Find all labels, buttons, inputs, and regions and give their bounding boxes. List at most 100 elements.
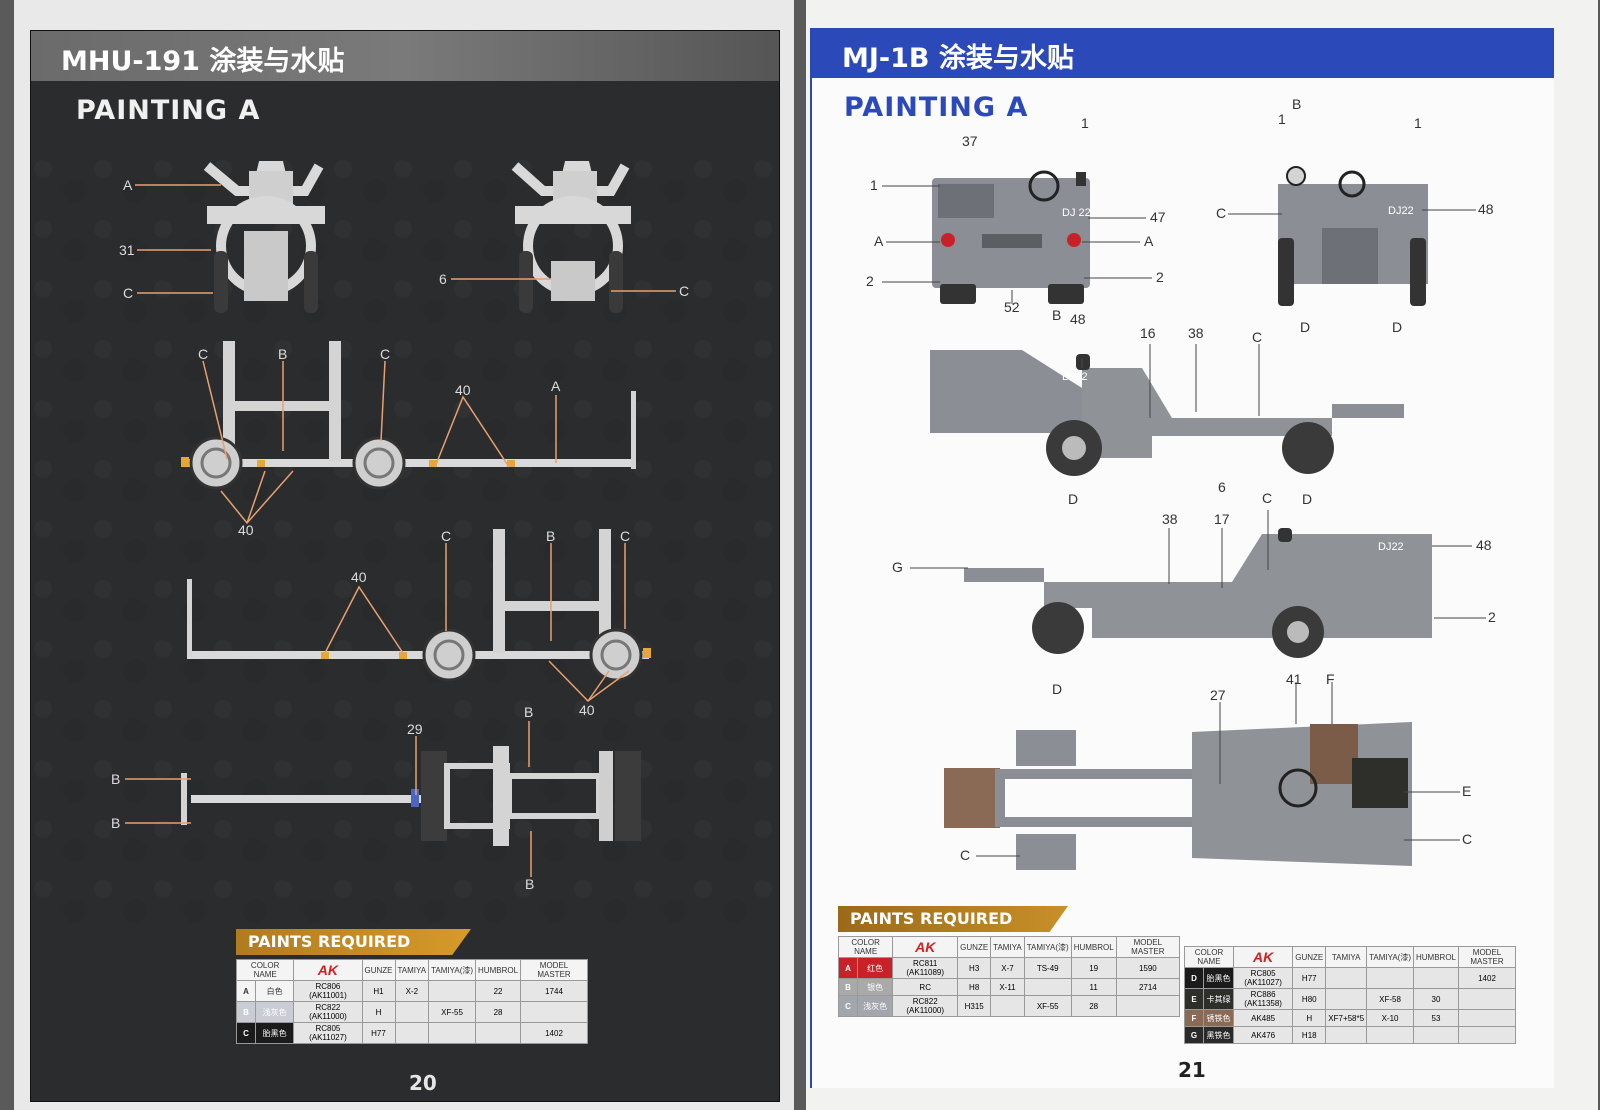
callout-top-b2: B <box>111 815 120 831</box>
left-sheet: MHU-191 涂装与水贴 PAINTING A <box>30 30 780 1102</box>
callout-f-37: 37 <box>962 133 978 149</box>
paint-gunze: H8 <box>957 978 992 996</box>
callout-r-b: B <box>1292 96 1301 112</box>
callout-s1-6: 6 <box>1218 479 1226 495</box>
paint-humbrol: 28 <box>475 1001 522 1023</box>
paint-key: A <box>236 980 256 1002</box>
mhu191-top-view <box>181 746 641 846</box>
callout-f-52: 52 <box>1004 299 1020 315</box>
callout-front-c: C <box>123 285 133 301</box>
callout-s2-48: 48 <box>1476 537 1492 553</box>
callout-s2-d: D <box>1052 681 1062 697</box>
callout-side2-b: B <box>546 528 555 544</box>
paint-humbrol: 53 <box>1412 1009 1460 1027</box>
callout-f-47: 47 <box>1150 209 1166 225</box>
col-color-name: COLOR NAME <box>1184 946 1234 968</box>
paint-model-master <box>1458 988 1516 1010</box>
callout-front-31: 31 <box>119 242 135 258</box>
left-paints-table: COLOR NAME AK GUNZE TAMIYA TAMIYA(漆) HUM… <box>235 959 588 1044</box>
col-ak: AK <box>892 936 959 958</box>
paint-tamiya: X-11 <box>990 978 1025 996</box>
paint-humbrol <box>1412 1026 1460 1044</box>
paint-tamiya-sub: X-10 <box>1366 1009 1414 1027</box>
col-model-master: MODEL MASTER <box>1115 936 1181 958</box>
paint-key: G <box>1184 1026 1204 1044</box>
paint-tamiya <box>1325 1026 1368 1044</box>
col-humbrol: HUMBROL <box>1412 946 1460 968</box>
paint-tamiya-sub: XF-55 <box>428 1001 477 1023</box>
callout-side1-c1: C <box>198 346 208 362</box>
paint-model-master <box>1115 995 1181 1017</box>
callout-side1-40b: 40 <box>238 522 254 538</box>
callout-s2-17: 17 <box>1214 511 1230 527</box>
col-color-name: COLOR NAME <box>235 959 295 981</box>
paint-model-master <box>1458 1009 1516 1027</box>
paint-name: 白色 <box>254 980 295 1002</box>
paint-ak: RC822 (AK11000) <box>892 995 959 1017</box>
mhu191-front-view <box>203 161 325 313</box>
right-sheet: MJ-1B 涂装与水贴 PAINTING A DJ 22 <box>810 28 1554 1088</box>
paint-ak: RC <box>892 978 959 996</box>
callout-top-29: 29 <box>407 721 423 737</box>
col-gunze: GUNZE <box>957 936 992 958</box>
mj1b-side-view-1: DJ22 <box>930 350 1404 476</box>
callout-t-e: E <box>1462 783 1471 799</box>
paint-key: B <box>236 1001 256 1023</box>
paint-humbrol: 30 <box>1412 988 1460 1010</box>
right-header-title: MJ-1B 涂装与水贴 <box>842 43 1074 74</box>
paint-tamiya-sub <box>1366 967 1414 989</box>
callout-f-a1: A <box>874 233 884 249</box>
callout-s1-16: 16 <box>1140 325 1156 341</box>
paint-gunze: H <box>361 1001 396 1023</box>
paint-model-master: 1590 <box>1115 957 1181 979</box>
paint-tamiya <box>1325 967 1368 989</box>
paint-tamiya: XF7+58*5 <box>1325 1009 1368 1027</box>
paint-humbrol: 19 <box>1070 957 1117 979</box>
col-tamiya-sub: TAMIYA(漆) <box>428 959 477 981</box>
callout-rear-6: 6 <box>439 271 447 287</box>
callout-top-b4: B <box>525 876 534 892</box>
left-page: MHU-191 涂装与水贴 PAINTING A <box>14 0 794 1110</box>
col-humbrol: HUMBROL <box>1070 936 1117 958</box>
right-header-bar: MJ-1B 涂装与水贴 <box>812 28 1554 78</box>
paint-name: 红色 <box>856 957 894 979</box>
paint-name: 浅灰色 <box>254 1001 295 1023</box>
paint-model-master: 1744 <box>520 980 588 1002</box>
mhu191-callout-lines <box>125 184 676 877</box>
paint-tamiya: X-7 <box>990 957 1025 979</box>
paint-ak: AK476 <box>1232 1026 1294 1044</box>
callout-s2-c: C <box>1262 490 1272 506</box>
paint-humbrol: 28 <box>1070 995 1117 1017</box>
mhu191-side-view-2 <box>187 529 651 682</box>
col-model-master: MODEL MASTER <box>1458 946 1516 968</box>
callout-s2-g: G <box>892 559 903 575</box>
paint-key: E <box>1184 988 1204 1010</box>
col-model-master: MODEL MASTER <box>520 959 588 981</box>
left-page-number: 20 <box>409 1071 437 1095</box>
callout-top-b1: B <box>111 771 120 787</box>
callout-t-c2: C <box>1462 831 1472 847</box>
mj1b-front-view: DJ 22 <box>932 170 1091 304</box>
callout-r-c: C <box>1216 205 1226 221</box>
left-header-bar: MHU-191 涂装与水贴 <box>31 31 779 81</box>
paint-name: 银色 <box>856 978 894 996</box>
paint-ak: RC886 (AK11358) <box>1232 988 1294 1010</box>
callout-r-48: 48 <box>1478 201 1494 217</box>
paint-humbrol: 22 <box>475 980 522 1002</box>
callout-s1-48: 48 <box>1070 311 1086 327</box>
right-paints-banner: PAINTS REQUIRED <box>838 906 1068 932</box>
callout-f-1a: 1 <box>870 177 878 193</box>
paint-ak: AK485 <box>1232 1009 1294 1027</box>
callout-s1-c: C <box>1252 329 1262 345</box>
paint-gunze: H80 <box>1292 988 1327 1010</box>
left-header-title: MHU-191 涂装与水贴 <box>61 46 345 77</box>
right-paints-b-header-row: COLOR NAME AK GUNZE TAMIYA TAMIYA(漆) HUM… <box>1184 946 1516 968</box>
callout-f-2a: 2 <box>866 273 874 289</box>
